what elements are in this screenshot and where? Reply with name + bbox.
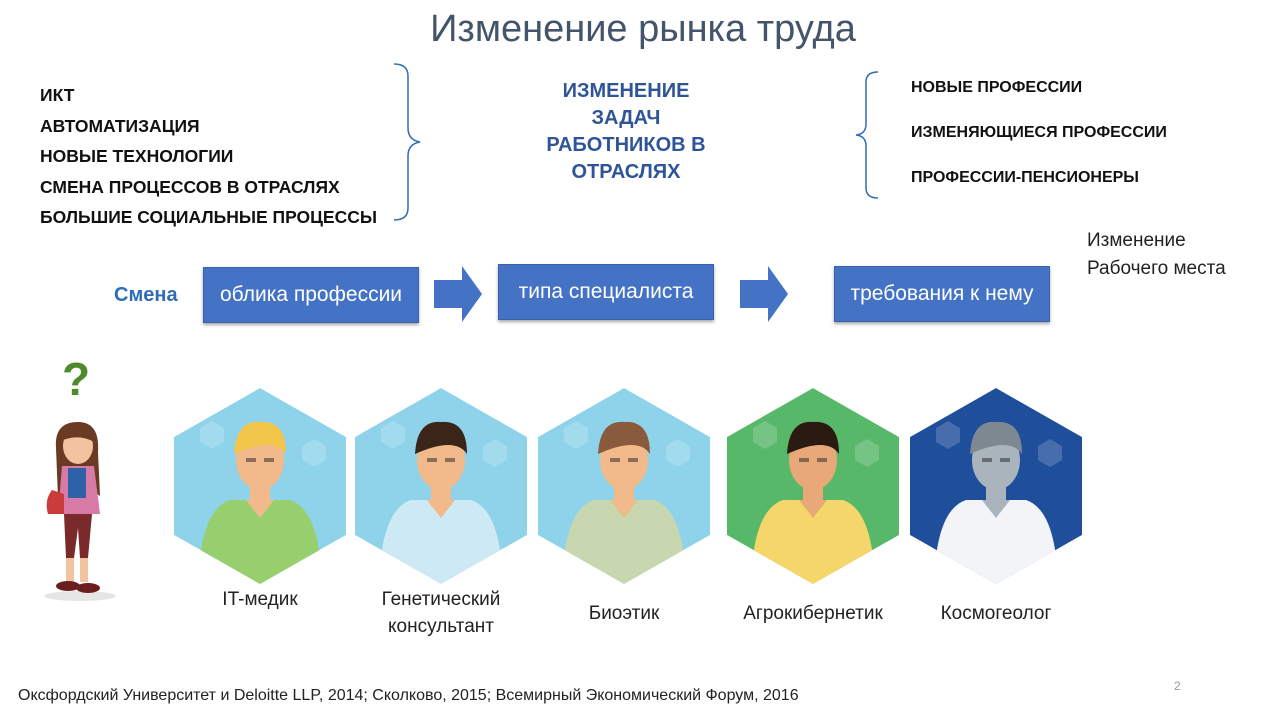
arrow-right-icon xyxy=(740,266,788,322)
outcome-item: НОВЫЕ ПРОФЕССИИ xyxy=(911,79,1083,96)
outcome-item: ПРОФЕССИИ-ПЕНСИОНЕРЫ xyxy=(911,169,1139,186)
role-label: Космогеолог xyxy=(940,603,1052,624)
student-girl-icon xyxy=(44,422,116,601)
cosmogeologist-icon xyxy=(910,388,1082,584)
flow-step-type: типа специалиста xyxy=(498,264,714,320)
page-title: Изменение рынка труда xyxy=(430,8,856,50)
driver-item: ИКТ xyxy=(40,85,75,105)
role-label: IT-медик xyxy=(222,589,298,610)
flow-prefix: Смена xyxy=(114,284,178,306)
question-mark: ? xyxy=(62,353,91,405)
agrocybernetic-icon xyxy=(727,388,899,584)
center-heading: ИЗМЕНЕНИЕ ЗАДАЧ РАБОТНИКОВ В ОТРАСЛЯХ xyxy=(546,80,706,183)
workplace-note: Изменение Рабочего места xyxy=(1087,230,1226,279)
bioethicist-icon xyxy=(538,388,710,584)
driver-item: НОВЫЕ ТЕХНОЛОГИИ xyxy=(40,146,234,166)
page-number: 2 xyxy=(1174,679,1181,693)
driver-item: СМЕНА ПРОЦЕССОВ В ОТРАСЛЯХ xyxy=(40,176,340,197)
role-label: Биоэтик xyxy=(588,603,660,624)
role-label: Агрокибернетик xyxy=(743,603,883,624)
source-footnote: Оксфордский Университет и Deloitte LLP, … xyxy=(18,687,799,704)
arrow-right-icon xyxy=(434,266,482,322)
it-medic-icon xyxy=(174,388,346,584)
outcome-item: ИЗМЕНЯЮЩИЕСЯ ПРОФЕССИИ xyxy=(911,124,1167,141)
driver-item: БОЛЬШИЕ СОЦИАЛЬНЫЕ ПРОЦЕССЫ xyxy=(40,207,377,227)
outcomes-list: НОВЫЕ ПРОФЕССИИ ИЗМЕНЯЮЩИЕСЯ ПРОФЕССИИ П… xyxy=(911,76,1167,211)
left-brace-icon xyxy=(855,71,879,199)
flow-step-appearance: облика профессии xyxy=(203,267,419,323)
driver-item: АВТОМАТИЗАЦИЯ xyxy=(40,115,200,136)
drivers-list: ИКТ АВТОМАТИЗАЦИЯ НОВЫЕ ТЕХНОЛОГИИ СМЕНА… xyxy=(40,80,377,233)
right-brace-icon xyxy=(393,63,421,221)
flow-step-requirements: требования к нему xyxy=(834,266,1050,322)
genetic-consultant-icon xyxy=(355,388,527,584)
